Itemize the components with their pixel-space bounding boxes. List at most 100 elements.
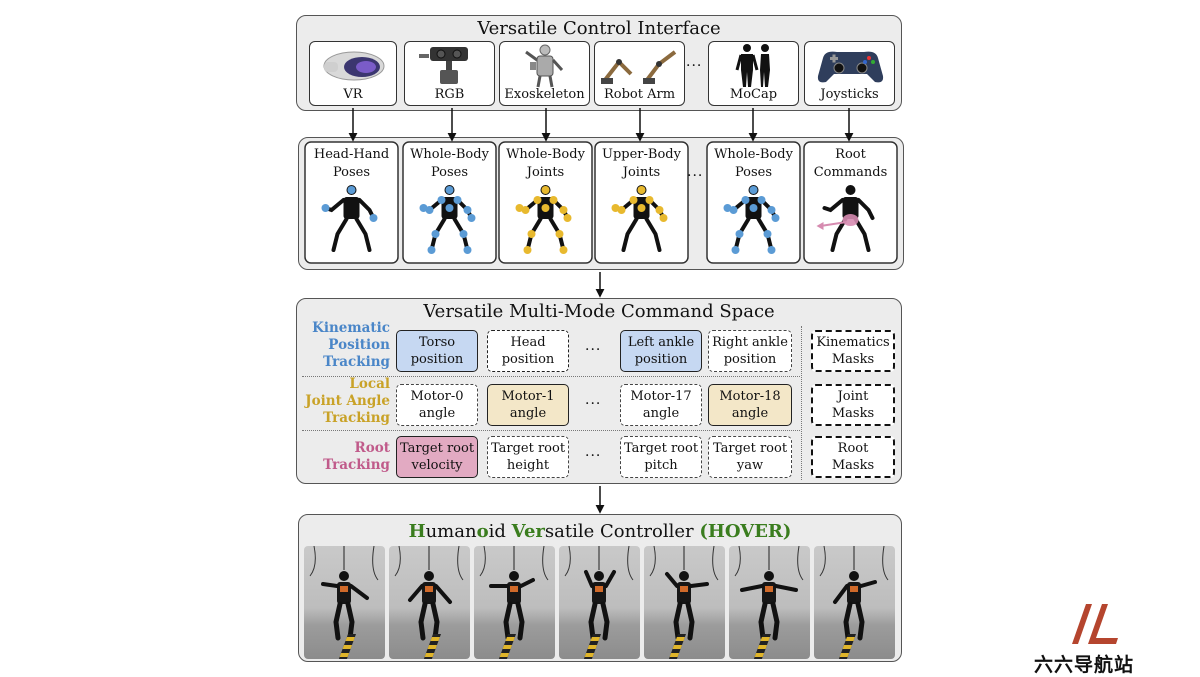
device-label: RGB (434, 87, 465, 102)
keypoint-dot (431, 230, 440, 238)
target-root-yaw-cell: Target root yaw (708, 436, 792, 478)
watermark-logo-icon (1072, 604, 1118, 644)
device-card-vr: VR (309, 41, 397, 106)
keypoint-dot (611, 204, 620, 212)
keypoint-dot (757, 196, 766, 204)
device-card-joysticks: Joysticks (804, 41, 895, 106)
keypoint-dot (559, 246, 568, 254)
device-card-mocap: MoCap (708, 41, 799, 106)
keypoint-dot (771, 214, 780, 222)
keypoint-dot (629, 196, 638, 204)
keypoint-dot (741, 196, 750, 204)
mode-card (498, 141, 593, 264)
keypoint-dot (463, 206, 472, 214)
title-highlight: H (408, 521, 426, 542)
keypoint-dot (347, 186, 356, 194)
title-highlight: o (476, 521, 489, 542)
keypoint-dot (463, 246, 472, 254)
keypoint-dot (321, 204, 330, 212)
title-text: id (488, 521, 512, 542)
keypoint-dot (541, 186, 550, 194)
title-text: satile Controller (544, 521, 700, 542)
device-ellipsis: ··· (686, 58, 703, 74)
keypoint-dot (563, 214, 572, 222)
mode-label: Root Commands (813, 147, 888, 180)
mode-card (706, 141, 801, 264)
device-label: VR (343, 87, 363, 102)
keypoint-dot (637, 204, 646, 212)
keypoint-dot (659, 214, 668, 222)
mode-label: Whole-Body Poses (410, 147, 489, 180)
row-label-root: Root Tracking (323, 440, 390, 473)
keypoint-dot (763, 230, 772, 238)
keypoint-dot (731, 246, 740, 254)
row-ellipsis: ··· (585, 342, 602, 358)
hover-title: Humanoid Versatile Controller (HOVER) (299, 521, 901, 542)
robot-photo (304, 546, 385, 659)
keypoint-dot (555, 230, 564, 238)
robot-photo (559, 546, 640, 659)
root-velocity-arrow (820, 221, 847, 227)
robot-photo (729, 546, 810, 659)
keypoint-dot (767, 206, 776, 214)
device-label: MoCap (729, 87, 778, 102)
rgb-camera-icon (419, 47, 468, 84)
keypoint-dot (467, 214, 476, 222)
mode-label: Whole-Body Poses (714, 147, 793, 180)
keypoint-dot (549, 196, 558, 204)
exoskeleton-icon (525, 44, 564, 88)
target-root-pitch-cell: Target root pitch (620, 436, 702, 478)
vr-headset-icon (323, 51, 385, 81)
torso-position-cell: Torso position (396, 330, 478, 372)
keypoint-dot (645, 196, 654, 204)
humanoid-figure (822, 185, 875, 252)
motor-18-angle-cell: Motor-18 angle (708, 384, 792, 426)
device-label: Robot Arm (603, 87, 676, 102)
mode-card (402, 141, 497, 264)
keypoint-dot (767, 246, 776, 254)
mode-card (594, 141, 689, 264)
keypoint-dot (445, 204, 454, 212)
watermark-text: 六六导航站 (1034, 654, 1135, 676)
keypoint-dot (369, 214, 378, 222)
keypoint-dot (735, 230, 744, 238)
right-ankle-position-cell: Right ankle position (708, 330, 792, 372)
keypoint-dot (533, 196, 542, 204)
keypoint-dot (419, 204, 428, 212)
keypoint-dot (437, 196, 446, 204)
device-label: Exoskeleton (504, 87, 585, 102)
row-separator (302, 376, 800, 377)
keypoint-dot (559, 206, 568, 214)
kinematics-masks-cell: Kinematics Masks (811, 330, 895, 372)
keypoint-dot (541, 204, 550, 212)
robot-photo (389, 546, 470, 659)
row-ellipsis: ··· (585, 448, 602, 464)
root-masks-cell: Root Masks (811, 436, 895, 478)
keypoint-dot (459, 230, 468, 238)
device-card-rgb: RGB (404, 41, 495, 106)
keypoint-dot (453, 196, 462, 204)
robot-photo (474, 546, 555, 659)
left-ankle-position-cell: Left ankle position (620, 330, 702, 372)
title-text: uman (425, 521, 477, 542)
mask-separator (801, 326, 802, 480)
keypoint-dot (445, 186, 454, 194)
title-highlight: (HOVER) (699, 521, 792, 542)
target-root-velocity-cell: Target root velocity (396, 436, 478, 478)
keypoint-dot (749, 186, 758, 194)
target-root-height-cell: Target root height (487, 436, 569, 478)
mode-label: Whole-Body Joints (506, 147, 585, 180)
robot-photo (814, 546, 895, 659)
keypoint-dot (427, 246, 436, 254)
mode-card (803, 141, 898, 264)
joint-masks-cell: Joint Masks (811, 384, 895, 426)
mode-label: Head-Hand Poses (313, 147, 390, 180)
row-separator (302, 430, 800, 431)
mocap-suit-icon (735, 44, 770, 87)
device-card-robot-arm: Robot Arm (594, 41, 685, 106)
row-label-joint-angle: Local Joint Angle Tracking (305, 376, 390, 426)
mode-ellipsis: ··· (687, 168, 704, 184)
motor-17-angle-cell: Motor-17 angle (620, 384, 702, 426)
keypoint-dot (523, 246, 532, 254)
